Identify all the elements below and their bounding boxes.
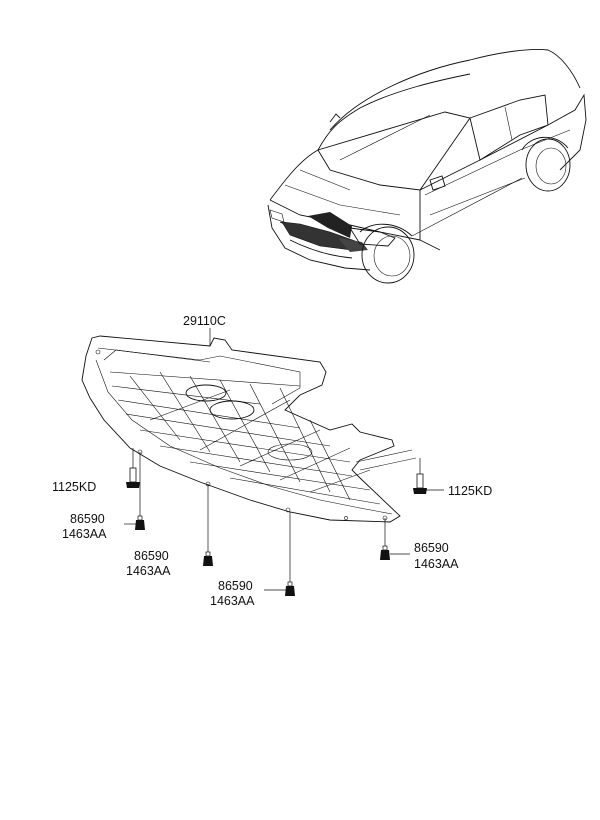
label-clip-3-part: 86590 — [218, 579, 253, 593]
undercover-panel — [81, 335, 417, 523]
label-clip-4-code: 1463AA — [414, 557, 459, 571]
label-clip-3-code: 1463AA — [210, 594, 255, 608]
label-clip-2-code: 1463AA — [126, 564, 171, 578]
leader-lines — [124, 328, 444, 591]
label-clip-2-part: 86590 — [134, 549, 169, 563]
label-clip-4-part: 86590 — [414, 541, 449, 555]
fastener-screw-left — [126, 467, 140, 488]
label-undercover: 29110C — [183, 314, 226, 328]
car-illustration — [267, 49, 587, 284]
fastener-screw-right — [413, 473, 427, 494]
fastener-clip-1 — [135, 515, 145, 530]
fastener-clip-3 — [285, 581, 295, 596]
label-clip-1-part: 86590 — [70, 512, 105, 526]
label-screw-right: 1125KD — [448, 484, 492, 498]
fastener-clip-4 — [380, 545, 390, 560]
label-clip-1-code: 1463AA — [62, 527, 107, 541]
fastener-clip-2 — [203, 551, 213, 566]
label-screw-left: 1125KD — [52, 480, 96, 494]
